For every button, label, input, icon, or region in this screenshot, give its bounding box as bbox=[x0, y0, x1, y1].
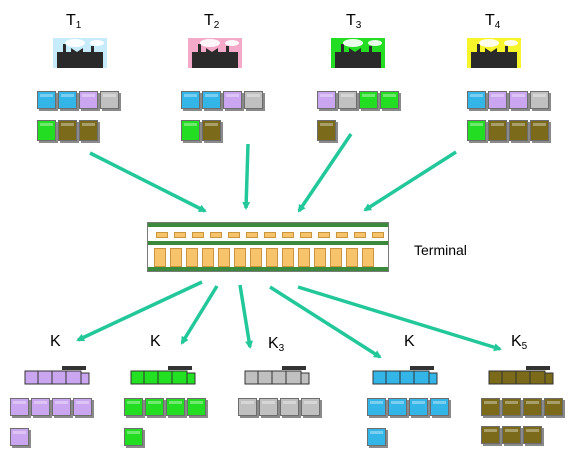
cargo-box bbox=[523, 398, 542, 416]
cargo-box bbox=[202, 120, 221, 141]
cargo-box bbox=[481, 426, 500, 444]
factory-icon-t4 bbox=[467, 38, 521, 68]
cargo-box bbox=[509, 120, 528, 141]
arrow-terminal-k1 bbox=[76, 280, 203, 342]
cargo-row-t4-bottom bbox=[467, 120, 549, 141]
cargo-box bbox=[488, 91, 507, 109]
truck-icon-k5 bbox=[488, 366, 554, 385]
cargo-box bbox=[202, 91, 221, 109]
destination-label-k4: K bbox=[404, 333, 415, 350]
cargo-box bbox=[37, 120, 56, 141]
arrow-terminal-k4 bbox=[269, 285, 382, 359]
cargo-box bbox=[73, 398, 92, 416]
cargo-box bbox=[238, 398, 257, 416]
cargo-box bbox=[10, 428, 29, 446]
cargo-box bbox=[488, 120, 507, 141]
cargo-row-t1-bottom bbox=[37, 120, 98, 141]
truck-icon-k1 bbox=[24, 366, 90, 385]
cargo-row-t2-top bbox=[181, 91, 263, 109]
arrow-terminal-k5 bbox=[297, 285, 502, 352]
source-label-t3: T3 bbox=[346, 12, 362, 31]
arrow-terminal-k3 bbox=[238, 284, 253, 349]
arrow-terminal-k2 bbox=[180, 285, 219, 345]
cargo-row-t3-top bbox=[317, 91, 399, 109]
cargo-box bbox=[187, 398, 206, 416]
truck-icon-k2 bbox=[130, 366, 196, 385]
cargo-box bbox=[481, 398, 500, 416]
cargo-box bbox=[338, 91, 357, 109]
cargo-box bbox=[317, 120, 336, 141]
cargo-box bbox=[530, 120, 549, 141]
cargo-box bbox=[388, 398, 407, 416]
cargo-row-k1-bottom bbox=[10, 428, 29, 446]
cargo-row-t4-top bbox=[467, 91, 549, 109]
cargo-box bbox=[530, 91, 549, 109]
cargo-box bbox=[58, 120, 77, 141]
cargo-box bbox=[259, 398, 278, 416]
cargo-box bbox=[367, 428, 386, 446]
cargo-box bbox=[509, 91, 528, 109]
cargo-box bbox=[124, 398, 143, 416]
factory-icon-t3 bbox=[331, 38, 385, 68]
cargo-box bbox=[367, 398, 386, 416]
cargo-box bbox=[181, 120, 200, 141]
terminal-label: Terminal bbox=[414, 242, 467, 258]
truck-icon-k4 bbox=[372, 366, 438, 385]
destination-label-k2: K bbox=[150, 333, 161, 350]
cargo-box bbox=[359, 91, 378, 109]
cargo-box bbox=[409, 398, 428, 416]
cargo-row-t2-bottom bbox=[181, 120, 221, 141]
terminal-building bbox=[147, 222, 389, 272]
cargo-box bbox=[223, 91, 242, 109]
cargo-box bbox=[37, 91, 56, 109]
cargo-box bbox=[124, 428, 143, 446]
cargo-box bbox=[100, 91, 119, 109]
cargo-row-k5-top bbox=[481, 398, 563, 416]
cargo-row-k2-top bbox=[124, 398, 206, 416]
cargo-box bbox=[430, 398, 449, 416]
cargo-box bbox=[31, 398, 50, 416]
cargo-row-k3-top bbox=[238, 398, 320, 416]
cargo-box bbox=[317, 91, 336, 109]
cargo-box bbox=[280, 398, 299, 416]
truck-icon-k3 bbox=[244, 366, 310, 385]
cargo-box bbox=[502, 398, 521, 416]
arrow-t2-terminal bbox=[242, 143, 251, 210]
cargo-box bbox=[467, 120, 486, 141]
cargo-box bbox=[10, 398, 29, 416]
cargo-row-k4-top bbox=[367, 398, 449, 416]
cargo-box bbox=[301, 398, 320, 416]
arrow-t3-terminal bbox=[297, 133, 353, 213]
arrow-t1-terminal bbox=[89, 151, 207, 213]
arrow-t4-terminal bbox=[363, 150, 457, 212]
cargo-box bbox=[244, 91, 263, 109]
cargo-row-k2-bottom bbox=[124, 428, 143, 446]
factory-icon-t1 bbox=[53, 38, 107, 68]
cargo-box bbox=[502, 426, 521, 444]
cargo-box bbox=[145, 398, 164, 416]
cargo-row-t1-top bbox=[37, 91, 119, 109]
source-label-t1: T1 bbox=[66, 12, 82, 31]
destination-label-k3: K3 bbox=[268, 335, 285, 354]
cargo-row-t3-bottom bbox=[317, 120, 336, 141]
cargo-box bbox=[467, 91, 486, 109]
cargo-box bbox=[52, 398, 71, 416]
destination-label-k1: K bbox=[50, 333, 61, 350]
cargo-box bbox=[544, 398, 563, 416]
cargo-row-k4-bottom bbox=[367, 428, 386, 446]
destination-label-k5: K5 bbox=[511, 333, 528, 352]
cargo-row-k5-bottom bbox=[481, 426, 542, 444]
cargo-row-k1-top bbox=[10, 398, 92, 416]
cargo-box bbox=[166, 398, 185, 416]
source-label-t4: T4 bbox=[485, 12, 501, 31]
cargo-box bbox=[181, 91, 200, 109]
cargo-box bbox=[58, 91, 77, 109]
factory-icon-t2 bbox=[188, 38, 242, 68]
cargo-box bbox=[380, 91, 399, 109]
cargo-box bbox=[79, 91, 98, 109]
source-label-t2: T2 bbox=[204, 12, 220, 31]
cargo-box bbox=[79, 120, 98, 141]
cargo-box bbox=[523, 426, 542, 444]
